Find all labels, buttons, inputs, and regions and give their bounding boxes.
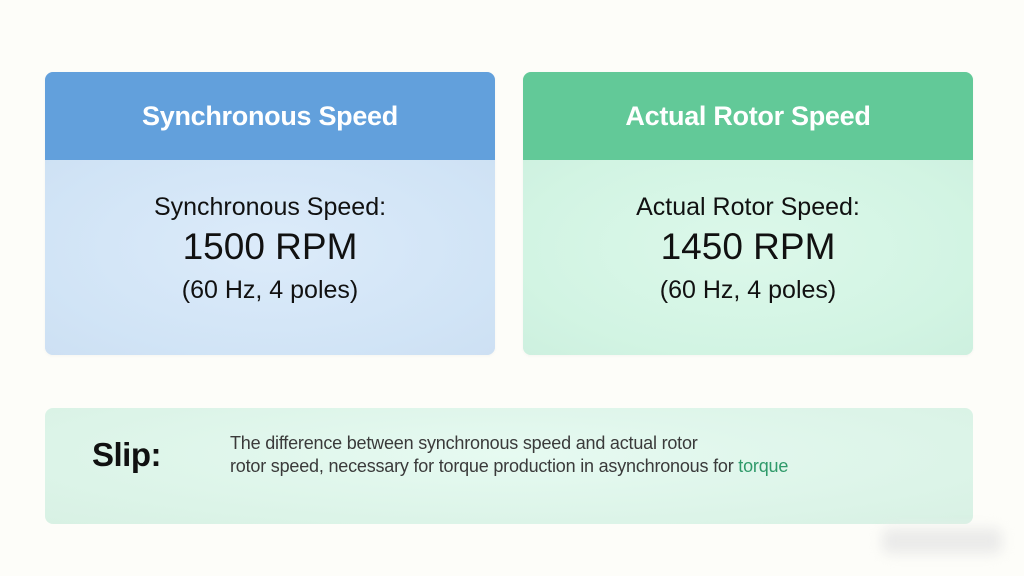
actual-rotor-speed-card-title: Actual Rotor Speed bbox=[523, 72, 973, 160]
actual-rotor-speed-detail: (60 Hz, 4 poles) bbox=[659, 276, 837, 304]
actual-rotor-speed-card-body: Actual Rotor Speed: 1450 RPM (60 Hz, 4 p… bbox=[523, 160, 973, 355]
slip-definition-line-2: rotor speed, necessary for torque produc… bbox=[230, 455, 788, 478]
slip-definition-line-1: The difference between synchronous speed… bbox=[230, 433, 698, 453]
slip-definition-accent-word: torque bbox=[738, 456, 789, 476]
slip-term: Slip: bbox=[92, 436, 162, 473]
watermark-smudge bbox=[882, 528, 1002, 554]
slip-definition: The difference between synchronous speed… bbox=[230, 432, 788, 478]
actual-rotor-speed-value: 1450 RPM bbox=[660, 226, 836, 267]
actual-rotor-speed-card: Actual Rotor Speed Actual Rotor Speed: 1… bbox=[523, 72, 973, 355]
slip-definition-line-2-text: rotor speed, necessary for torque produc… bbox=[230, 456, 739, 476]
slip-definition-panel: Slip: The difference between synchronous… bbox=[45, 408, 973, 524]
synchronous-speed-card: Synchronous Speed Synchronous Speed: 150… bbox=[45, 72, 495, 355]
actual-rotor-speed-label: Actual Rotor Speed: bbox=[636, 193, 860, 221]
synchronous-speed-detail: (60 Hz, 4 poles) bbox=[181, 276, 359, 304]
synchronous-speed-label: Synchronous Speed: bbox=[153, 193, 387, 221]
synchronous-speed-card-title: Synchronous Speed bbox=[45, 72, 495, 160]
synchronous-speed-value: 1500 RPM bbox=[182, 226, 358, 267]
synchronous-speed-card-body: Synchronous Speed: 1500 RPM (60 Hz, 4 po… bbox=[45, 160, 495, 355]
